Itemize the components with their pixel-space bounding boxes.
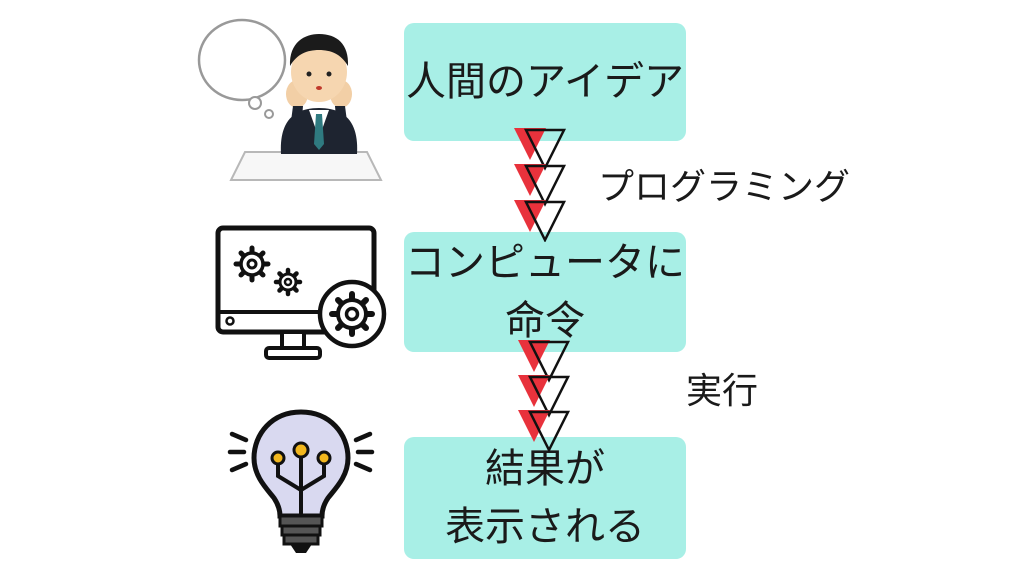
step-command-line2: 命令: [505, 298, 585, 344]
step-box-command: コンピュータに 命令: [404, 232, 686, 352]
arrow-group-execution: [518, 340, 571, 452]
step-result-line1: 結果が: [485, 446, 605, 492]
step-box-result: 結果が 表示される: [404, 437, 686, 559]
step-idea-text: 人間のアイデア: [406, 59, 684, 105]
step-command-line1: コンピュータに: [405, 240, 685, 286]
step-box-idea: 人間のアイデア: [404, 23, 686, 141]
lightbulb-icon: [227, 409, 375, 553]
thinking-person-icon: [197, 18, 383, 181]
arrow-group-programming: [514, 128, 567, 242]
computer-gears-icon: [215, 225, 387, 360]
gear-icon: [233, 245, 271, 283]
step-result-line2: 表示される: [445, 504, 645, 550]
gear-icon: [329, 291, 375, 337]
gear-icon: [273, 267, 303, 297]
arrow-down-icon: [514, 164, 567, 207]
arrow-down-icon: [518, 340, 571, 383]
arrow-down-icon: [518, 375, 571, 418]
arrow-down-icon: [514, 200, 567, 242]
transition-label-programming: プログラミング: [598, 167, 851, 208]
arrow-down-icon: [518, 410, 571, 452]
arrow-down-icon: [514, 128, 567, 171]
transition-label-execution: 実行: [686, 371, 759, 412]
